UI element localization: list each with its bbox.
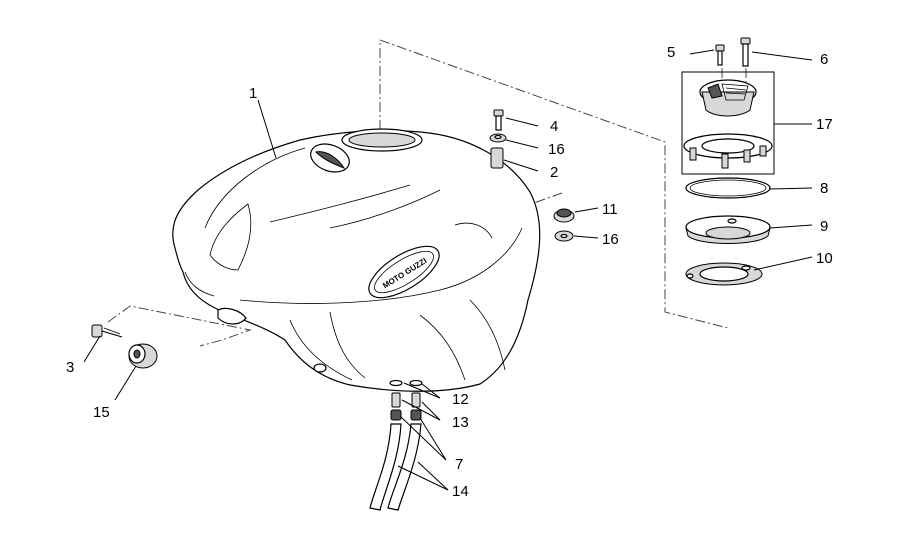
fuel-hoses-14 [369, 423, 422, 511]
callout-10: 10 [816, 250, 833, 267]
screw-6 [740, 37, 751, 67]
callout-17: 17 [816, 116, 833, 133]
clamps-7 [390, 409, 422, 421]
grommet-11 [553, 208, 575, 223]
callout-7: 7 [455, 456, 463, 473]
washer-16-upper [489, 133, 507, 143]
callout-9: 9 [820, 218, 828, 235]
callout-16-upper: 16 [548, 141, 565, 158]
o-rings-12 [389, 379, 423, 387]
screw-4 [493, 109, 504, 131]
callout-12: 12 [452, 391, 469, 408]
bolt-3 [91, 324, 123, 338]
callout-16-lower: 16 [602, 231, 619, 248]
flange-9 [685, 215, 771, 244]
washer-16-lower [554, 230, 574, 242]
leader-lines [83, 49, 813, 491]
callout-1: 1 [249, 85, 257, 102]
callout-15: 15 [93, 404, 110, 421]
fittings-13 [391, 392, 421, 408]
callout-11: 11 [602, 201, 618, 218]
callout-6: 6 [820, 51, 828, 68]
callout-14: 14 [452, 483, 469, 500]
gasket-10 [685, 262, 763, 286]
seal-ring-8 [685, 177, 771, 199]
callout-3: 3 [66, 359, 74, 376]
callout-2: 2 [550, 164, 558, 181]
spacer-2 [490, 147, 504, 169]
callout-13: 13 [452, 414, 469, 431]
callout-8: 8 [820, 180, 828, 197]
fuel-tank: MOTO GUZZI [172, 128, 541, 392]
callout-labels: 1 2 3 4 5 6 7 8 9 10 11 12 13 14 15 16 1… [66, 44, 833, 500]
callout-5: 5 [667, 44, 675, 61]
callout-4: 4 [550, 118, 558, 135]
filler-cap-assembly-17 [681, 71, 775, 175]
screw-5 [715, 44, 725, 66]
rubber-bushing-15 [128, 343, 158, 369]
